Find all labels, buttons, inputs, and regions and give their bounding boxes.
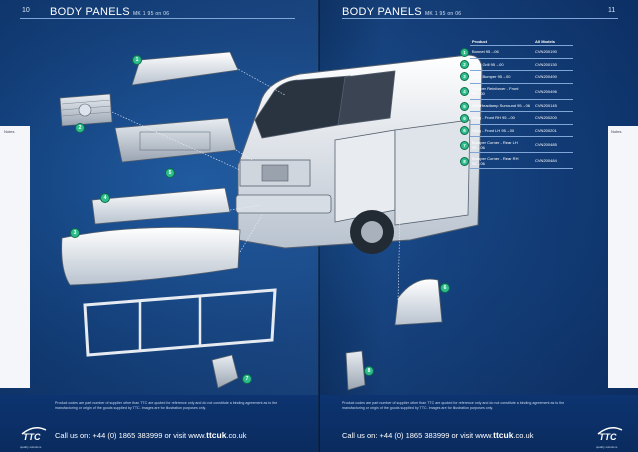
badge-headlamp-surround: 5 (165, 168, 175, 178)
bonnet-part (131, 51, 239, 86)
left-subtitle: MK 1 95 on 06 (132, 11, 170, 17)
ttc-logo-right: TTC (597, 427, 623, 442)
badge-reinforcer: 4 (100, 193, 110, 203)
row-code: CVN200190 (533, 45, 573, 59)
rear-frame-part (83, 288, 277, 357)
table-header-code: All Models (533, 38, 573, 46)
left-contact-line: Call us on: +44 (0) 1865 383999 or visit… (55, 430, 246, 440)
front-wing-part (394, 278, 443, 326)
badge-wing: 6 (440, 283, 450, 293)
left-web-brand[interactable]: ttcuk (206, 430, 227, 440)
right-header-rule (342, 18, 618, 19)
right-page-number: 11 (608, 7, 616, 14)
left-logo-tagline: quality solutions (20, 445, 42, 449)
badge-rear-corner-left: 7 (242, 374, 252, 384)
row-product: Wing - Front LH 95→00 (470, 124, 533, 137)
svg-text:TTC: TTC (599, 432, 617, 442)
right-disclaimer: Product codes are part number of supplie… (342, 401, 565, 410)
grill-part (59, 93, 113, 127)
right-footer (320, 395, 638, 452)
left-web-suffix[interactable]: .co.uk (226, 431, 247, 440)
rear-corner-right-part (345, 350, 366, 391)
row-product: Front Bumper 95→00 (470, 70, 533, 84)
row-code: CVN200485 (533, 136, 573, 153)
badge-bonnet: 1 (132, 55, 142, 65)
row-product: Grill/Headlamp Surround 95→06 (470, 99, 533, 112)
table-badge: 3 (460, 72, 469, 81)
table-badge: 1 (460, 48, 469, 57)
table-header-row: Product All Models (470, 38, 573, 46)
table-badge: 6 (460, 114, 469, 123)
table-badge: 2 (460, 60, 469, 69)
left-notes-panel: Notes (0, 126, 30, 388)
left-call-us: Call us on: +44 (0) 1865 383999 or visit (55, 431, 189, 440)
right-web-prefix[interactable]: www. (475, 431, 494, 440)
row-code: CVN200490 (533, 70, 573, 84)
table-badge: 6 (460, 126, 469, 135)
table-badge: 8 (460, 157, 469, 166)
left-footer (0, 395, 318, 452)
row-product: Bonnet 95→06 (470, 45, 533, 59)
badge-rear-corner-right: 8 (364, 366, 374, 376)
right-notes-label: Notes (611, 129, 622, 134)
row-product: Front Grill 95→00 (470, 58, 533, 71)
right-logo-tagline: quality solutions (596, 445, 618, 449)
row-product: Bumper Corner - Rear LH 95→06 (470, 136, 533, 153)
left-notes-label: Notes (4, 129, 15, 134)
left-disclaimer: Product codes are part number of supplie… (55, 401, 278, 410)
left-page-number: 10 (22, 7, 30, 14)
row-product: Wing - Front RH 95→00 (470, 111, 533, 125)
table-badge: 4 (460, 87, 469, 96)
row-product: Bumper Corner - Rear RH 95→06 (470, 152, 533, 169)
table-badge: 7 (460, 141, 469, 150)
row-code: CVN200496 (533, 83, 573, 100)
left-title-text: BODY PANELS (50, 6, 130, 18)
headlamp-surround-part (114, 117, 237, 163)
right-web-brand[interactable]: ttcuk (493, 430, 514, 440)
right-call-us: Call us on: +44 (0) 1865 383999 or visit (342, 431, 476, 440)
right-web-suffix[interactable]: .co.uk (513, 431, 534, 440)
row-code: CVN200200 (533, 111, 573, 125)
left-web-prefix[interactable]: www. (188, 431, 207, 440)
right-title-text: BODY PANELS (342, 6, 422, 18)
right-subtitle: MK 1 95 on 06 (424, 11, 462, 17)
svg-text:TTC: TTC (23, 432, 41, 442)
rear-corner-left-part (211, 354, 239, 389)
table-header-product: Product (470, 38, 533, 46)
row-code: CVN200201 (533, 124, 573, 137)
van-illustration (235, 54, 483, 254)
table-badge: 5 (460, 102, 469, 111)
left-header-rule (20, 18, 295, 19)
right-contact-line: Call us on: +44 (0) 1865 383999 or visit… (342, 430, 533, 440)
badge-grill: 2 (75, 123, 85, 133)
right-notes-panel: Notes (608, 126, 638, 388)
front-bumper-part (61, 226, 241, 286)
row-code: CVN200130 (533, 58, 573, 71)
row-code: CVN200145 (533, 99, 573, 112)
ttc-logo-left: TTC (21, 427, 47, 442)
row-code: CVN200484 (533, 152, 573, 169)
badge-front-bumper: 3 (70, 228, 80, 238)
bumper-reinforcer-part (91, 187, 231, 225)
row-product: Bumper Reinforcer - Front 95→00 (470, 83, 533, 100)
